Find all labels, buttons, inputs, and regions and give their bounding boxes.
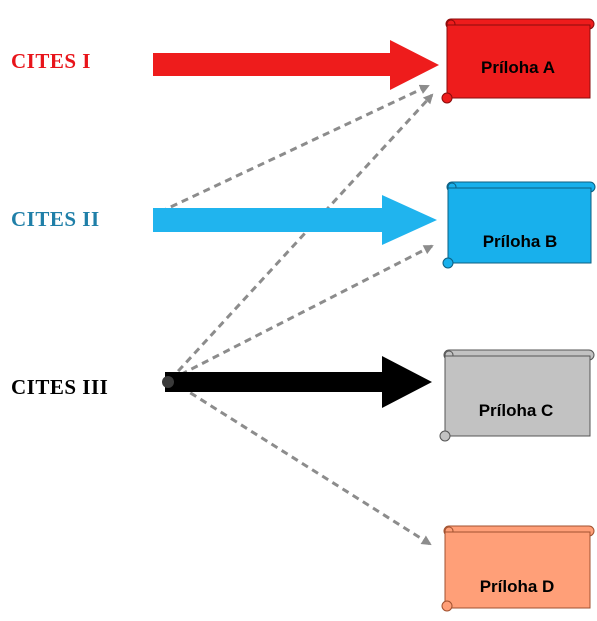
scroll-appendix-a: Príloha A: [441, 18, 595, 104]
dashed-arrow-cites2-to-a: [159, 84, 430, 214]
scroll-label-b: Príloha B: [483, 232, 558, 251]
arrow-cites2: [153, 195, 437, 245]
scroll-label-d: Príloha D: [480, 577, 555, 596]
dashed-arrows: [159, 84, 434, 546]
dashed-arrow-cites3-to-b: [169, 244, 434, 382]
arrow-cites3: [165, 356, 432, 408]
scroll-appendix-d: Príloha D: [441, 525, 595, 612]
scroll-appendix-b: Príloha B: [442, 181, 596, 269]
scroll-appendix-c: Príloha C: [439, 349, 595, 442]
scroll-label-a: Príloha A: [481, 58, 555, 77]
cites-1-label: CITES I: [11, 49, 91, 73]
cites-2-label: CITES II: [11, 207, 100, 231]
arrow-cites1: [153, 40, 439, 90]
scroll-label-c: Príloha C: [479, 401, 554, 420]
dashed-arrow-cites3-to-d: [169, 378, 432, 546]
dashed-arrow-cites3-to-a: [168, 93, 434, 382]
cites-3-label: CITES III: [11, 375, 109, 399]
arrow-cites3-tail-knob: [162, 376, 174, 388]
